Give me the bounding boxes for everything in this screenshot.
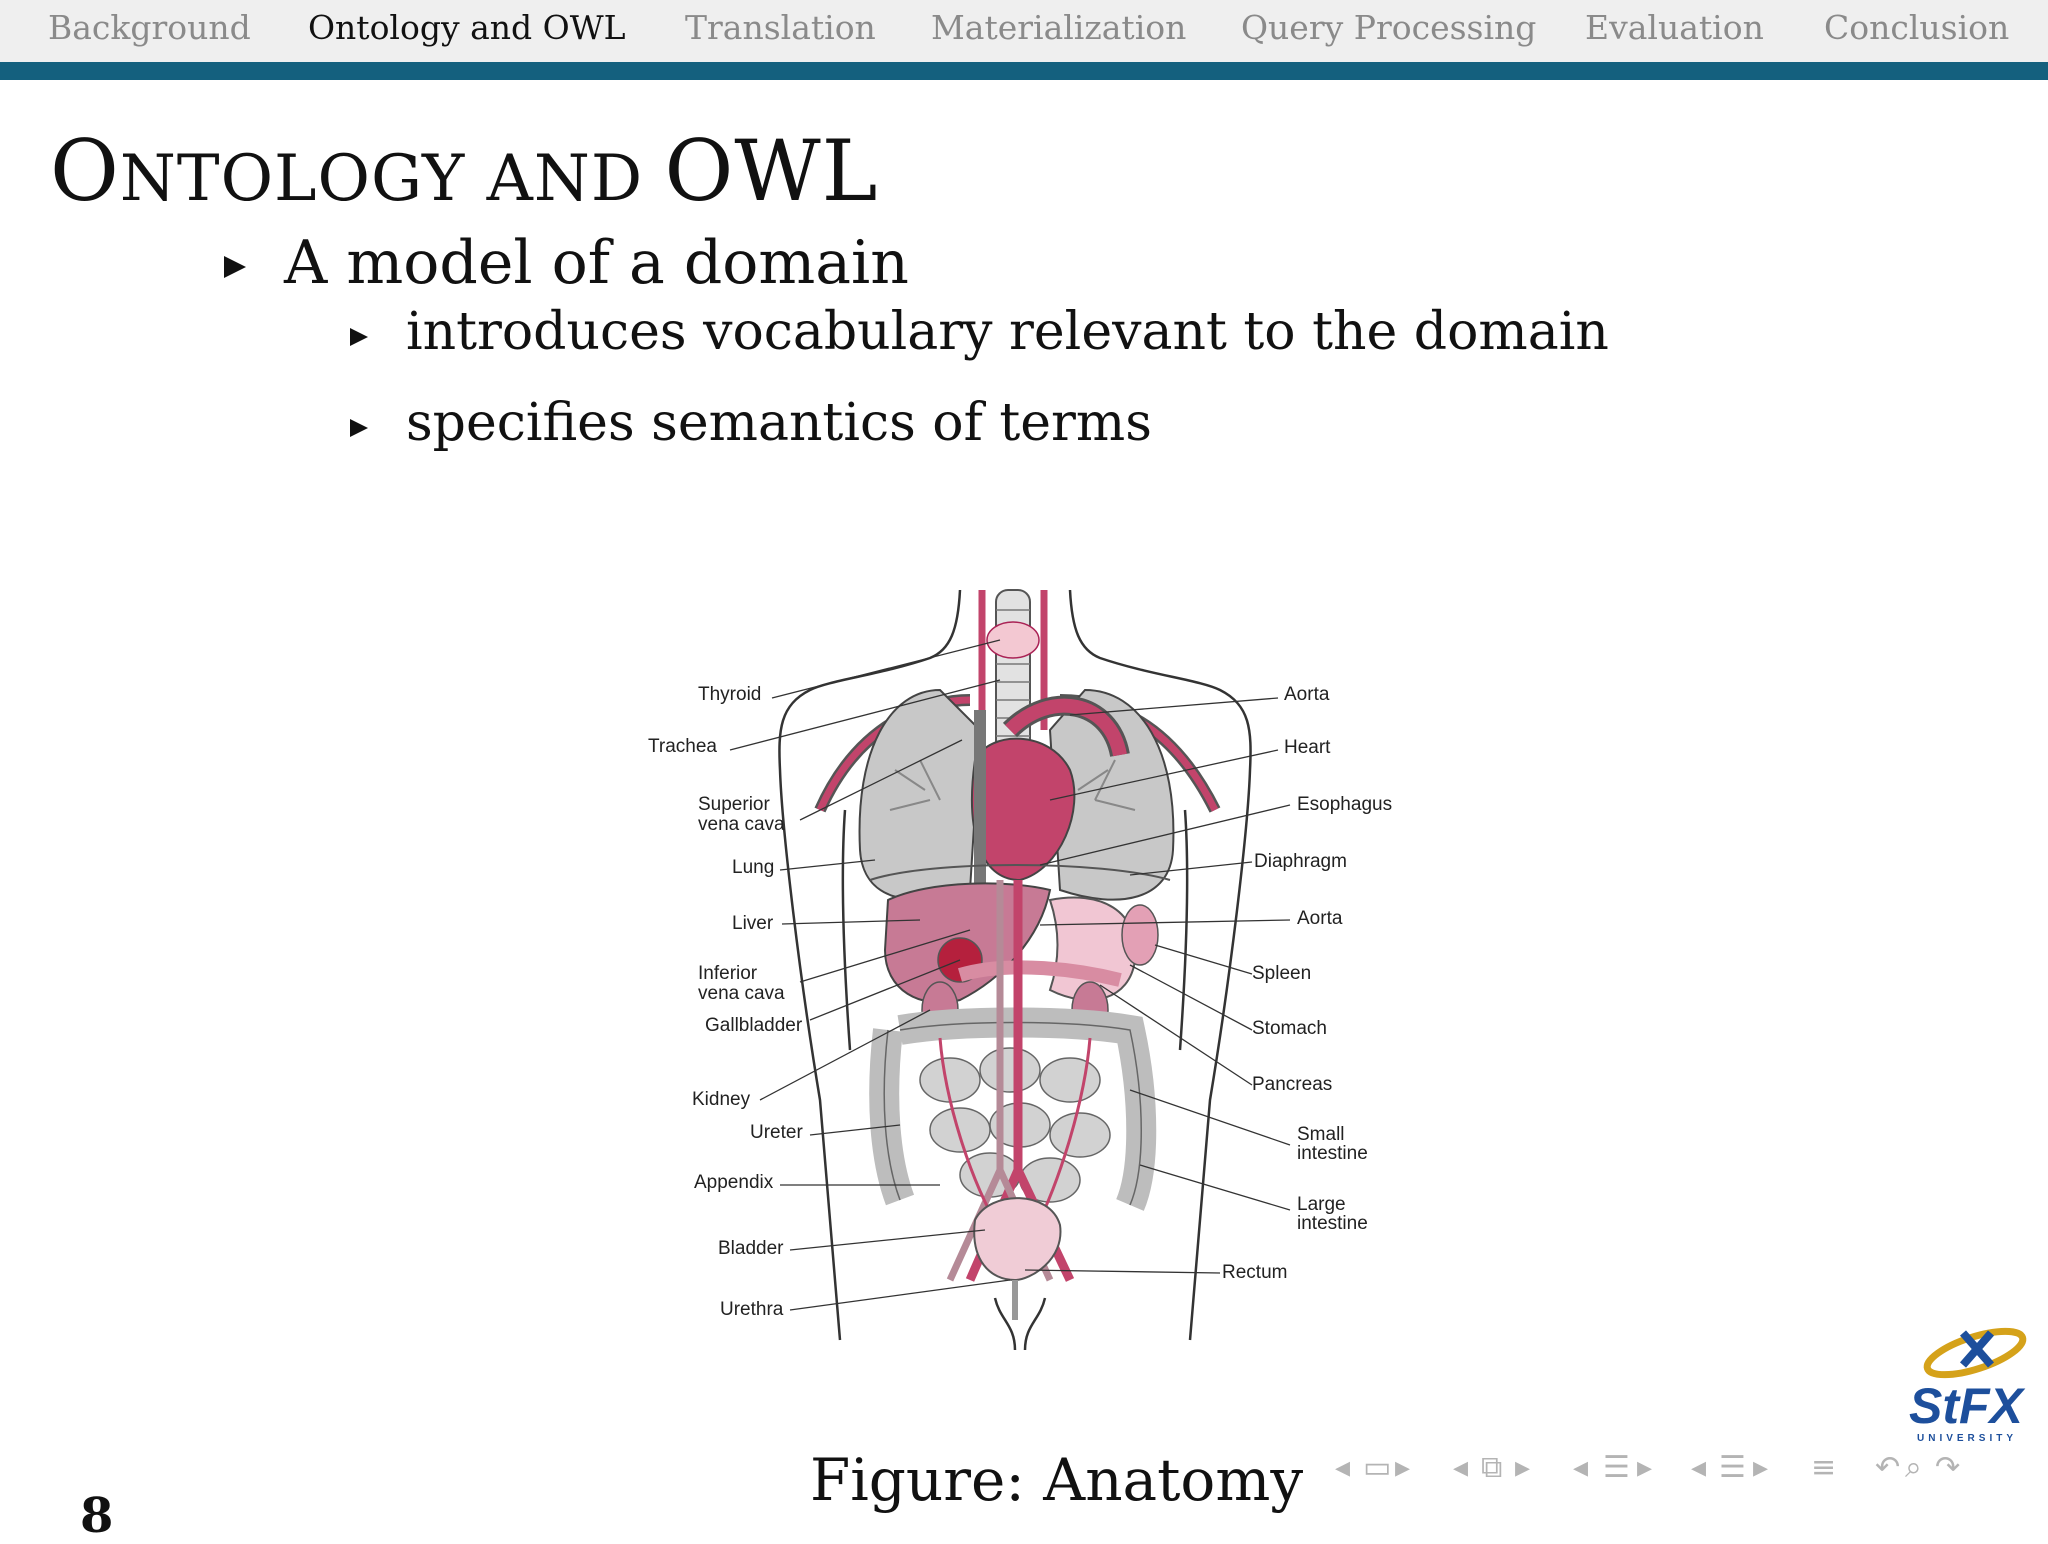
body-outline — [778, 589, 1252, 1351]
label-heart: Heart — [1284, 737, 1331, 758]
pancreas-shape — [957, 960, 1122, 987]
right-lung-shape — [1048, 688, 1175, 901]
section-navigation-bar: Background Ontology and OWL Translation … — [0, 0, 2048, 80]
sub-bullet-marker-icon — [350, 328, 368, 346]
label-trachea: Trachea — [648, 736, 717, 757]
label-aorta-lower: Aorta — [1297, 908, 1343, 929]
sub-bullet-marker-icon — [350, 419, 368, 437]
undo-icon[interactable]: ↶ — [1875, 1450, 1901, 1485]
bladder-shape — [973, 1197, 1062, 1282]
list-icon[interactable]: ≡ — [1811, 1450, 1837, 1485]
figure-caption: Figure: Anatomy — [810, 1446, 1304, 1514]
logo-text: StFX — [1909, 1378, 2026, 1434]
accent-bar — [0, 62, 2048, 80]
label-rectum: Rectum — [1222, 1262, 1287, 1283]
arrow-right-icon[interactable]: ▸ — [1395, 1450, 1411, 1485]
label-liver: Liver — [732, 913, 774, 934]
label-kidney: Kidney — [692, 1089, 751, 1110]
title-owl: OWL — [664, 122, 879, 220]
thyroid-shape — [986, 621, 1040, 659]
label-small: Small — [1297, 1124, 1345, 1145]
label-lung: Lung — [732, 857, 774, 878]
arrow-right-icon[interactable]: ▸ — [1515, 1450, 1531, 1485]
arrow-right-icon[interactable]: ▸ — [1753, 1450, 1769, 1485]
nav-item-ontology-and-owl[interactable]: Ontology and OWL — [308, 8, 626, 47]
label-stomach: Stomach — [1252, 1018, 1327, 1039]
label-large-intestine: intestine — [1297, 1213, 1368, 1234]
search-icon[interactable]: ⌕ — [1905, 1450, 1922, 1485]
label-esophagus: Esophagus — [1297, 794, 1392, 815]
label-superior-vena-cava: vena cava — [698, 814, 785, 835]
label-appendix: Appendix — [694, 1172, 774, 1193]
label-inferior-vena-cava: vena cava — [698, 983, 785, 1004]
small-intestine-shape — [919, 1047, 1111, 1203]
nav-item-query-processing[interactable]: Query Processing — [1241, 8, 1537, 47]
label-diaphragm: Diaphragm — [1254, 851, 1347, 872]
nav-item-evaluation[interactable]: Evaluation — [1585, 8, 1764, 47]
label-ureter: Ureter — [750, 1122, 803, 1143]
arrow-right-icon[interactable]: ▸ — [1637, 1450, 1653, 1485]
anatomy-figure: Thyroid Trachea Superior vena cava Lung … — [630, 580, 1430, 1351]
spleen-shape — [1121, 904, 1159, 966]
section-icon[interactable]: ☰ — [1719, 1450, 1746, 1485]
nav-item-conclusion[interactable]: Conclusion — [1824, 8, 2010, 47]
arrow-left-icon[interactable]: ◂ — [1335, 1450, 1351, 1485]
label-pancreas: Pancreas — [1252, 1074, 1332, 1095]
trachea-shape — [995, 589, 1031, 761]
section-icon[interactable]: ☰ — [1603, 1450, 1630, 1485]
nav-item-translation[interactable]: Translation — [685, 8, 876, 47]
sub-bullet-semantics: specifies semantics of terms — [406, 393, 1152, 453]
slide-title: ONTOLOGY AND OWL — [50, 122, 878, 220]
nav-item-materialization[interactable]: Materialization — [931, 8, 1187, 47]
arrow-left-icon[interactable]: ◂ — [1453, 1450, 1469, 1485]
logo-subtext: UNIVERSITY — [1917, 1433, 2017, 1444]
beamer-navigation-symbols: ◂ ▭ ▸ ◂ ⧉ ▸ ◂ ☰ ▸ ◂ ☰ ▸ ≡ ↶ ⌕ ↷ — [1335, 1450, 1960, 1490]
frame-icon[interactable]: ▭ — [1363, 1450, 1392, 1485]
label-large: Large — [1297, 1194, 1346, 1215]
label-aorta-upper: Aorta — [1284, 684, 1330, 705]
label-thyroid: Thyroid — [698, 684, 761, 705]
nav-item-background[interactable]: Background — [48, 8, 251, 47]
label-gallbladder: Gallbladder — [705, 1015, 803, 1036]
stfx-logo: StFX UNIVERSITY — [1905, 1315, 2035, 1445]
arrow-left-icon[interactable]: ◂ — [1691, 1450, 1707, 1485]
bullet-model-of-domain: A model of a domain — [284, 228, 909, 298]
label-inferior: Inferior — [698, 963, 758, 984]
title-initial: O — [50, 122, 120, 220]
label-small-intestine: intestine — [1297, 1143, 1368, 1164]
page-number: 8 — [80, 1488, 114, 1544]
redo-icon[interactable]: ↷ — [1935, 1450, 1961, 1485]
label-bladder: Bladder — [718, 1238, 784, 1259]
subsection-icon[interactable]: ⧉ — [1481, 1450, 1503, 1485]
label-spleen: Spleen — [1252, 963, 1311, 984]
label-superior: Superior — [698, 794, 770, 815]
sub-bullet-vocabulary: introduces vocabulary relevant to the do… — [406, 302, 1609, 362]
left-lung-shape — [858, 688, 982, 901]
bullet-marker-icon — [224, 256, 246, 278]
label-urethra: Urethra — [720, 1299, 784, 1320]
arrow-left-icon[interactable]: ◂ — [1573, 1450, 1589, 1485]
title-smallcaps: NTOLOGY AND — [119, 142, 665, 216]
